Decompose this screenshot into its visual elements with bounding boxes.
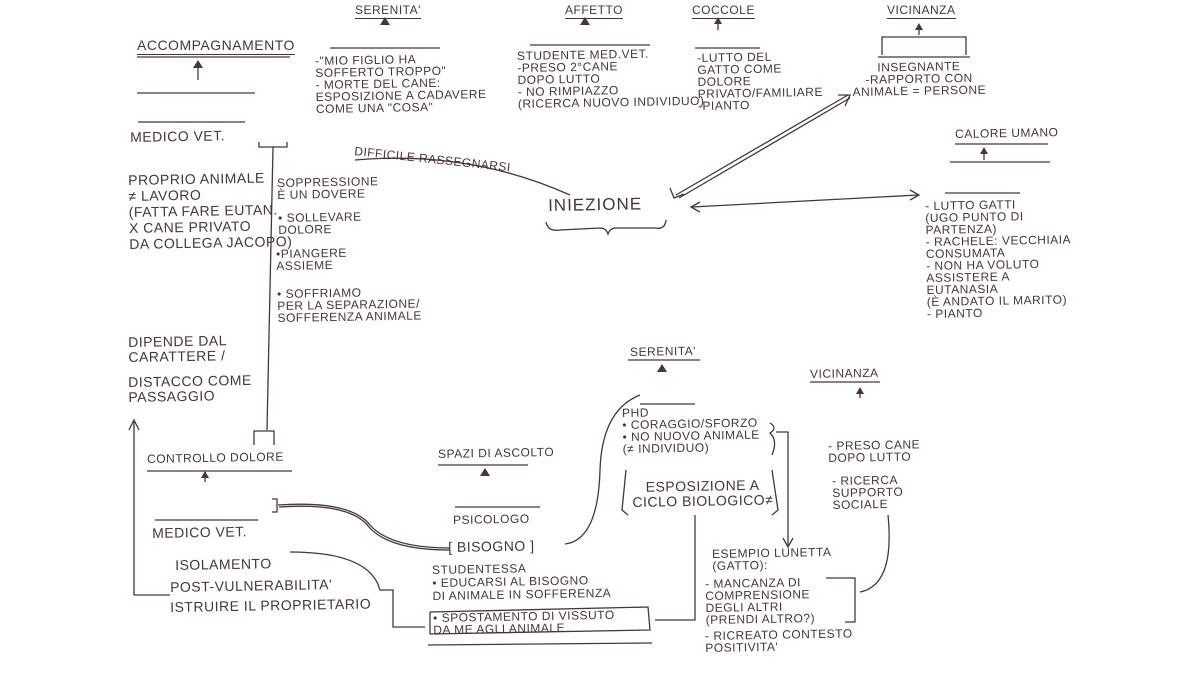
esposizione-note: ESPOSIZIONE A CICLO BIOLOGICO≠ xyxy=(632,476,774,510)
arrow-up-icon xyxy=(657,364,667,372)
connector xyxy=(776,431,789,545)
distacco-note: DISTACCO COME PASSAGGIO xyxy=(127,371,252,405)
ricerca-supporto-note: - RICERCA SUPPORTO SOCIALE xyxy=(831,472,904,512)
curve-connector xyxy=(354,157,571,196)
curve-connector xyxy=(278,505,451,551)
arrow-head xyxy=(714,17,722,24)
arrow-to-vicinanza xyxy=(678,97,851,199)
arrow-head xyxy=(782,537,794,549)
arrow-head xyxy=(980,147,988,154)
arrow-up-icon xyxy=(580,17,590,25)
arrow-head xyxy=(689,201,701,213)
arrow-head xyxy=(856,387,864,394)
soffriamo-note: • SOFFRIAMO PER LA SEPARAZIONE/ SOFFEREN… xyxy=(276,285,422,325)
node-medico-vet-2: MEDICO VET. xyxy=(151,523,248,541)
node-vicinanza-bottom: VICINANZA xyxy=(809,365,879,381)
divider xyxy=(427,642,653,646)
coccole-notes: -LUTTO DEL GATTO COME DOLORE PRIVATO/FAM… xyxy=(696,49,824,113)
arrow-head xyxy=(193,60,203,68)
node-spazi-di-ascolto: SPAZI DI ASCOLTO xyxy=(437,444,555,461)
node-bisogno: [ BISOGNO ] xyxy=(447,537,535,555)
dipende-note: DIPENDE DAL CARATTERE / xyxy=(127,332,228,365)
bracket xyxy=(826,577,856,623)
arrow-up-icon xyxy=(380,17,390,25)
arrow-head xyxy=(915,23,923,30)
ricreato-note: - RICREATO CONTESTO POSITIVITA' xyxy=(704,626,853,655)
curve-connector xyxy=(277,503,451,549)
box-bracket xyxy=(621,469,629,516)
studentessa-notes: STUDENTESSA • EDUCARSI AL BISOGNO DI ANI… xyxy=(431,561,612,603)
node-affetto: AFFETTO xyxy=(565,3,623,19)
node-controllo-dolore: CONTROLLO DOLORE xyxy=(146,449,284,466)
arrow-head xyxy=(669,187,685,199)
curve-connector xyxy=(289,551,425,628)
sollevare-note: • SOLLEVARE DOLORE xyxy=(277,209,362,237)
serenita-notes: -"MIO FIGLIO HA SOFFERTO TROPPO" - MORTE… xyxy=(314,52,487,116)
return-arrow xyxy=(133,422,170,596)
affetto-notes: STUDENTE MED.VET. -PRESO 2°CANE DOPO LUT… xyxy=(516,46,705,111)
arrow-to-calore xyxy=(691,194,919,208)
node-serenita-top: SERENITA' xyxy=(355,3,421,19)
bracket xyxy=(258,142,288,148)
mancanza-note: - MANCANZA DI COMPRENSIONE DEGLI ALTRI (… xyxy=(704,575,816,627)
connector xyxy=(655,515,696,621)
piangere-note: •PIANGERE ASSIEME xyxy=(275,245,347,273)
node-iniezione: INIEZIONE xyxy=(547,194,643,215)
arrow-head xyxy=(128,418,140,431)
curve-connector xyxy=(564,394,641,545)
bracket xyxy=(253,430,275,445)
node-medico-vet: MEDICO VET. xyxy=(129,127,226,145)
box xyxy=(429,606,651,635)
arrow-up-icon xyxy=(480,468,490,476)
node-coccole: COCCOLE xyxy=(692,3,755,19)
soppressione-note: SOPPRESSIONE È UN DOVERE xyxy=(276,174,379,202)
box-bracket xyxy=(771,469,779,516)
brace xyxy=(545,219,667,237)
arrow-head xyxy=(201,471,209,478)
arrow-head xyxy=(909,189,921,201)
isolamento-note: ISOLAMENTO xyxy=(174,555,272,573)
calore-notes: - LUTTO GATTI (UGO PUNTO DI PARTENZA) - … xyxy=(924,197,1072,321)
bracket xyxy=(881,36,967,55)
connector xyxy=(859,514,890,593)
psicologo-label: PSICOLOGO xyxy=(452,511,530,527)
preso-cane-note: - PRESO CANE DOPO LUTTO xyxy=(827,437,921,465)
brace xyxy=(768,422,776,456)
node-calore-umano: CALORE UMANO xyxy=(954,125,1059,141)
spostamento-note: • SPOSTAMENTO DI VISSUTO DA ME AGLI ANIM… xyxy=(432,607,615,637)
vertical-connector xyxy=(266,146,274,431)
bracket xyxy=(272,498,278,513)
node-accompagnamento: ACCOMPAGNAMENTO xyxy=(137,37,295,55)
arrow-to-vicinanza xyxy=(675,94,849,196)
node-serenita-bottom: SERENITA' xyxy=(629,343,697,359)
proprio-animale-notes: PROPRIO ANIMALE ≠ LAVORO (FATTA FARE EUT… xyxy=(128,169,293,252)
node-vicinanza-top: VICINANZA xyxy=(887,3,956,19)
vicinanza-notes: INSEGNANTE -RAPPORTO CON ANIMALE = PERSO… xyxy=(852,59,987,99)
phd-notes: PHD • CORAGGIO/SFORZO • NO NUOVO ANIMALE… xyxy=(621,405,760,456)
esempio-lunetta-label: ESEMPIO LUNETTA (GATTO): xyxy=(711,544,832,573)
arrow-head xyxy=(838,94,852,107)
post-vulnerabilita-note: POST-VULNERABILITA' xyxy=(169,576,333,595)
